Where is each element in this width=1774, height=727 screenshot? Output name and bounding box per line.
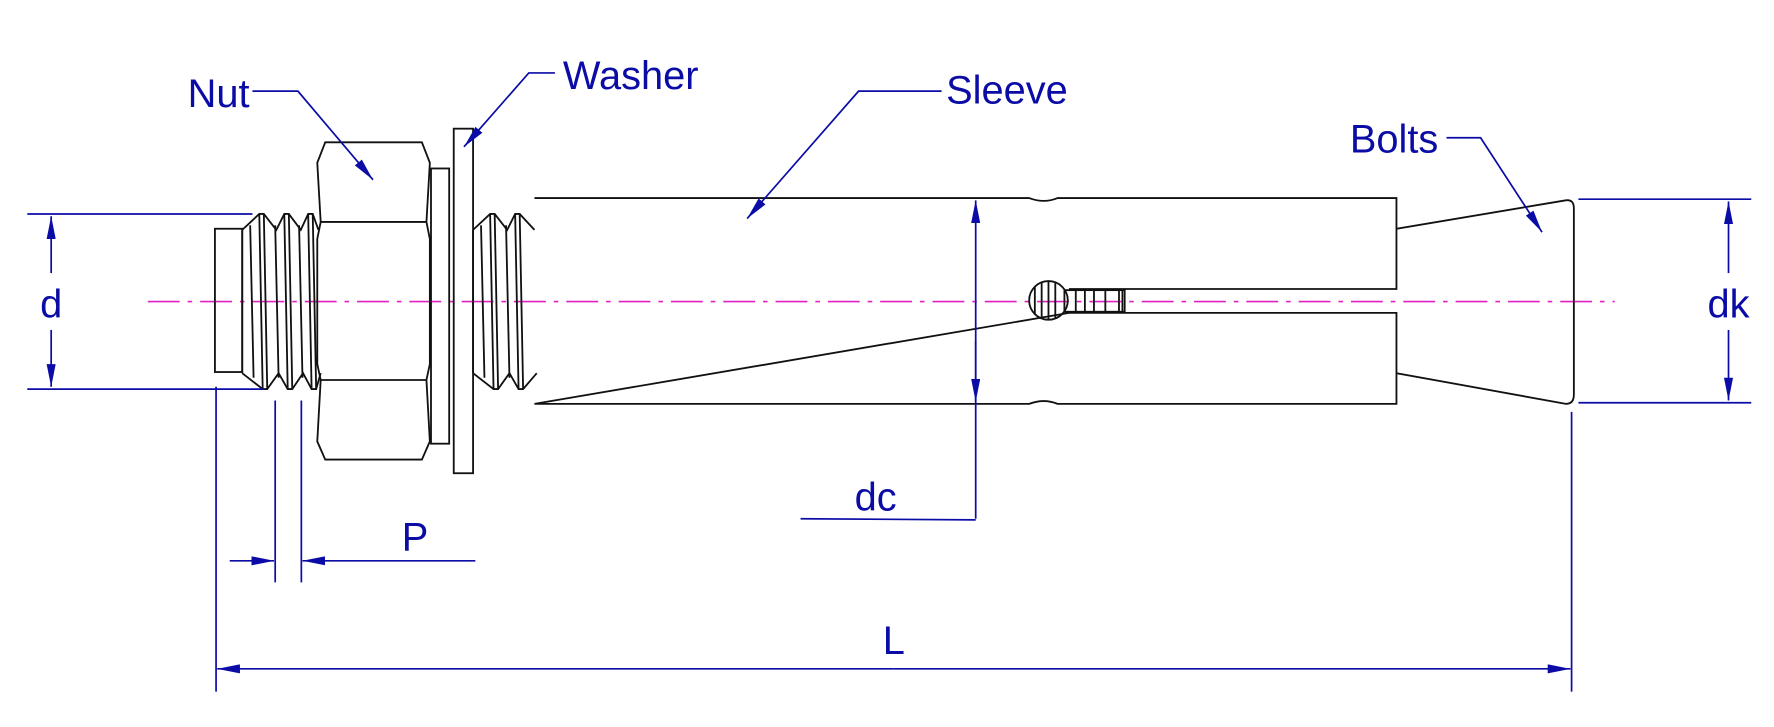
dimension-p-label: P <box>402 516 429 560</box>
thread-line <box>505 225 511 378</box>
thread-line <box>283 213 289 390</box>
nut-label: Nut <box>188 72 250 116</box>
thread-line <box>262 213 269 390</box>
thread-line <box>241 213 320 232</box>
thread-line <box>311 213 318 390</box>
thread-line <box>307 213 313 390</box>
sleeve-label: Sleeve <box>946 69 1068 113</box>
thread-line <box>480 225 486 378</box>
dimension-l-label: L <box>883 619 905 663</box>
dimension-dc-label: dc <box>855 476 897 520</box>
dimension-dk-label: dk <box>1707 282 1749 326</box>
callout-sleeve: Sleeve <box>746 69 1068 220</box>
dimension-p: P <box>229 400 476 583</box>
thread-line <box>489 213 495 390</box>
callout-bolts: Bolts <box>1350 118 1543 233</box>
thread-line <box>514 213 520 390</box>
thread-line <box>472 371 538 390</box>
dimension-l: L <box>215 386 1573 692</box>
thread-line <box>472 213 536 232</box>
bolt-end <box>214 227 244 373</box>
threads <box>241 213 538 390</box>
dimension-dc: dc <box>800 200 981 521</box>
dimension-dk: dk <box>1578 198 1752 404</box>
bolts-cone <box>1396 199 1575 405</box>
thread-line <box>249 225 255 378</box>
thread-line <box>258 213 264 390</box>
callout-washer: Washer <box>463 54 699 148</box>
nut <box>316 141 431 461</box>
callout-nut: Nut <box>188 72 374 181</box>
sleeve <box>534 197 1398 405</box>
thread-line <box>241 371 322 390</box>
thread-line <box>298 225 304 378</box>
dimension-d-label: d <box>40 282 62 326</box>
washer <box>452 127 474 475</box>
slot-hatching <box>1033 281 1124 320</box>
dimension-d: d <box>27 213 264 390</box>
thread-line <box>287 213 294 390</box>
bolts-label: Bolts <box>1350 118 1438 162</box>
thread-line <box>518 213 525 390</box>
thread-line <box>274 225 280 378</box>
thread-line <box>493 213 499 390</box>
spring-washer <box>430 167 451 445</box>
washer-label: Washer <box>563 54 699 98</box>
